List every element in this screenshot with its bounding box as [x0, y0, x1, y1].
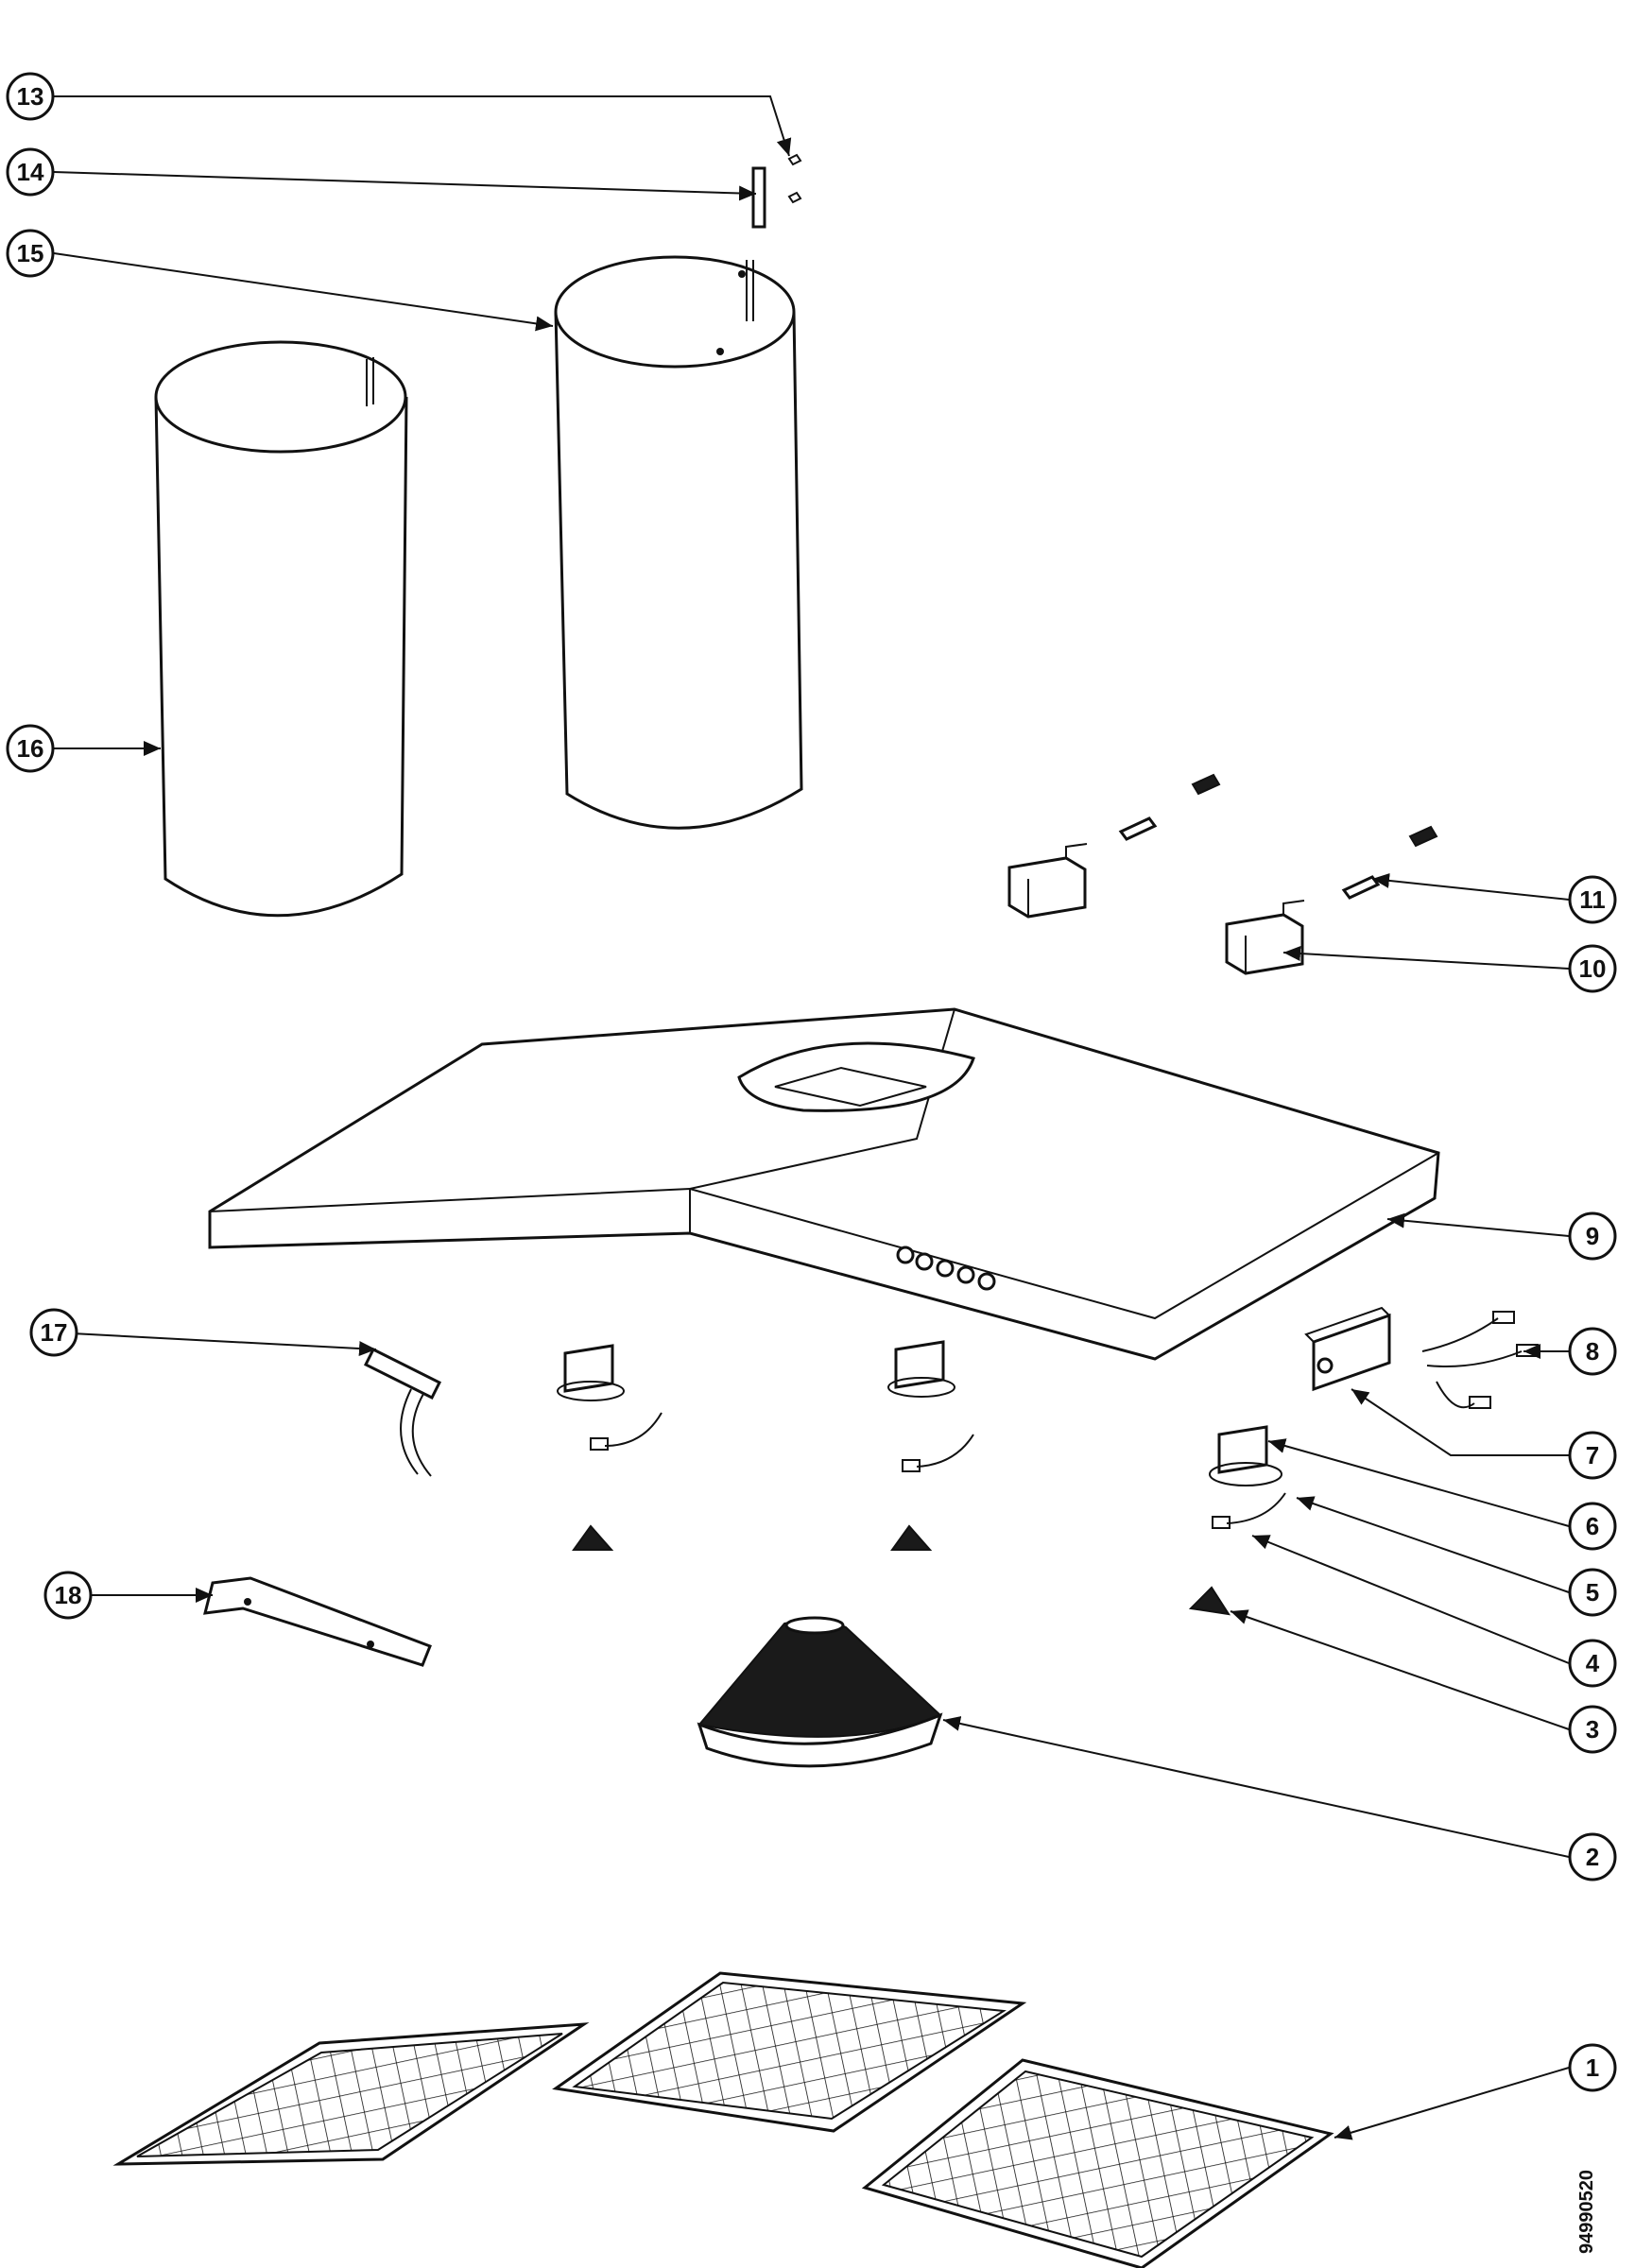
callout-10: 10 [1568, 944, 1617, 993]
callout-13: 13 [6, 72, 55, 121]
svg-text:2: 2 [1586, 1843, 1599, 1871]
svg-text:17: 17 [41, 1318, 68, 1347]
callout-3: 3 [1568, 1705, 1617, 1754]
svg-text:5: 5 [1586, 1578, 1599, 1606]
callout-16: 16 [6, 724, 55, 773]
support-bar [203, 1576, 432, 1667]
callout-7: 7 [1568, 1431, 1617, 1480]
halogen-lamps [572, 1524, 1231, 1616]
svg-text:3: 3 [1586, 1715, 1599, 1744]
svg-text:11: 11 [1579, 885, 1606, 914]
connector-cables [1421, 1311, 1539, 1409]
svg-text:7: 7 [1586, 1441, 1599, 1469]
lamp-holders [557, 1340, 1282, 1486]
callout-9: 9 [1568, 1211, 1617, 1261]
svg-text:14: 14 [17, 158, 44, 186]
svg-text:6: 6 [1586, 1512, 1599, 1540]
callout-2: 2 [1568, 1832, 1617, 1881]
svg-text:18: 18 [55, 1581, 82, 1609]
callout-17: 17 [29, 1308, 78, 1357]
callout-5: 5 [1568, 1568, 1617, 1617]
callout-4: 4 [1568, 1639, 1617, 1688]
callout-15: 15 [6, 229, 55, 278]
svg-text:9: 9 [1586, 1222, 1599, 1250]
motor-cone [697, 1616, 943, 1768]
chimney-upper-part [554, 255, 803, 830]
callout-14: 14 [6, 147, 55, 197]
callout-8: 8 [1568, 1327, 1617, 1376]
svg-text:1: 1 [1586, 2053, 1599, 2082]
leader-lines [53, 95, 1570, 2140]
svg-text:8: 8 [1586, 1337, 1599, 1366]
reference-code: 94990520 [1576, 2170, 1597, 2254]
svg-text:4: 4 [1586, 1649, 1600, 1677]
transformer [1304, 1306, 1391, 1392]
callout-11: 11 [1568, 875, 1617, 924]
callout-18: 18 [43, 1571, 93, 1620]
grease-filters [112, 1971, 1334, 2268]
callout-1: 1 [1568, 2043, 1617, 2092]
control-buttons [896, 1246, 996, 1291]
svg-text:10: 10 [1579, 954, 1607, 983]
power-cable [363, 1347, 442, 1477]
hood-body [208, 1007, 1440, 1361]
chimney-lower-part [154, 340, 408, 918]
lamp-wires [590, 1412, 1286, 1529]
wall-brackets [1007, 773, 1438, 975]
chimney-bracket [751, 153, 802, 229]
svg-text:16: 16 [17, 734, 44, 763]
callout-6: 6 [1568, 1502, 1617, 1551]
svg-text:13: 13 [17, 82, 44, 111]
svg-text:15: 15 [17, 239, 44, 267]
